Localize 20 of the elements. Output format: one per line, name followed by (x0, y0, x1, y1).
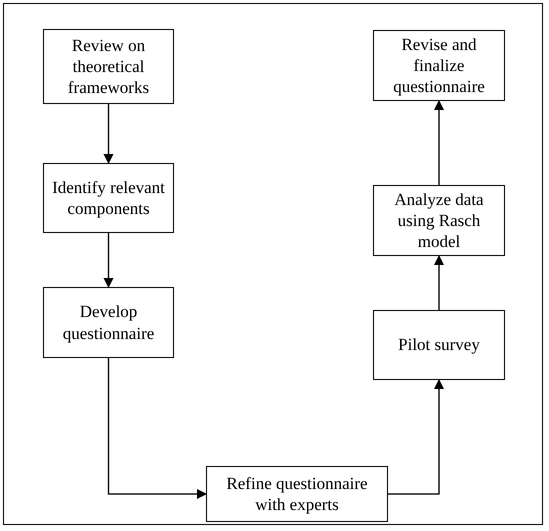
box-label: Refine questionnaire with experts (225, 472, 369, 516)
process-box (373, 310, 505, 380)
box-label: Review on theoretical frameworks (66, 34, 150, 98)
box-label: Develop questionnaire (62, 301, 156, 344)
process-box (373, 30, 505, 101)
arrow (104, 233, 114, 288)
box-label: Identify relevant components (51, 176, 166, 220)
arrow (434, 255, 444, 310)
arrow (104, 104, 114, 164)
process-box (206, 466, 388, 522)
process-box (43, 287, 174, 358)
arrow (108, 358, 207, 499)
box-label: Revise and finalize questionnaire (392, 34, 486, 98)
process-box (43, 163, 174, 233)
arrow (434, 100, 444, 185)
process-box (373, 185, 505, 256)
arrow (388, 379, 444, 495)
process-box (43, 29, 174, 104)
box-label: Analyze data using Rasch model (393, 188, 485, 252)
box-label: Pilot survey (398, 334, 480, 356)
